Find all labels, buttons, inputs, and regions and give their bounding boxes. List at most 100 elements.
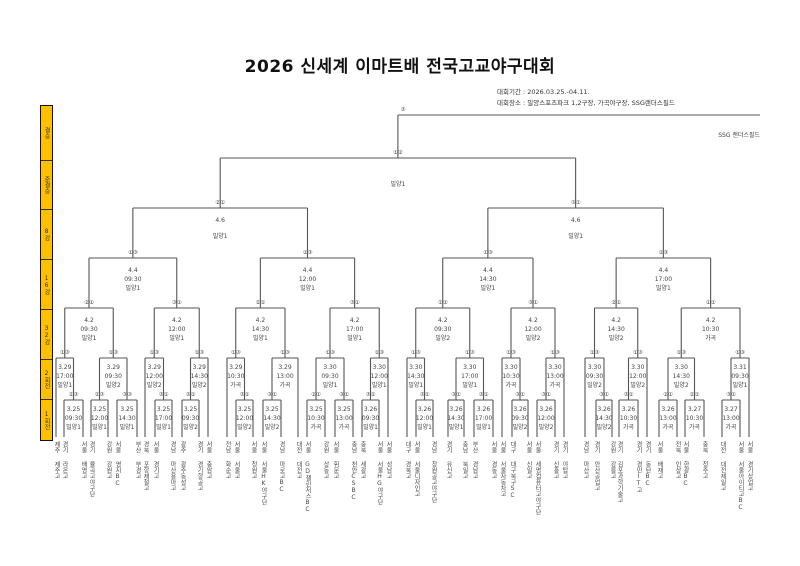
match-time: 17:00 bbox=[346, 326, 363, 333]
match-time: 14:30 bbox=[252, 326, 269, 333]
team-region: 경기 bbox=[445, 441, 452, 453]
match-time: 09:30 bbox=[105, 373, 122, 380]
match-venue: 밀양1 bbox=[408, 381, 423, 389]
team-region: 서울 bbox=[490, 441, 497, 453]
team-region: 서울 bbox=[385, 441, 392, 453]
match-time: 10:30 bbox=[307, 415, 324, 422]
team-name: 경민IT고 bbox=[635, 461, 642, 493]
match-date: 3.27 bbox=[724, 406, 738, 413]
match-venue: 밀양1 bbox=[156, 423, 171, 431]
match-date: 4.4 bbox=[483, 267, 493, 274]
team-name: 상동고 bbox=[322, 461, 329, 479]
match-date: 3.29 bbox=[278, 364, 292, 371]
team-name: 인상고 bbox=[674, 461, 681, 479]
match-time: 10:30 bbox=[702, 326, 719, 333]
match-date: 4.4 bbox=[303, 267, 313, 274]
team-region: 제주 bbox=[53, 441, 60, 453]
team-name: 창원공고야구단 bbox=[430, 461, 437, 503]
match-venue: 밀양1 bbox=[417, 423, 432, 431]
match-venue: 가곡 bbox=[705, 334, 717, 342]
match-date: 3.26 bbox=[597, 406, 611, 413]
team-region: 경기 bbox=[644, 441, 651, 453]
match-time: 12:00 bbox=[146, 373, 163, 380]
match-venue: 밀양2 bbox=[513, 423, 528, 431]
match-venue: 밀양1 bbox=[82, 334, 97, 342]
team-region: 대전 bbox=[719, 441, 726, 453]
match-date: 3.29 bbox=[107, 364, 121, 371]
team-region: 강원 bbox=[105, 441, 112, 453]
round-label-column: 결승 준결승 8강 16강 32강 2회전 1회전 bbox=[40, 105, 53, 441]
match-venue: 밀양1 bbox=[656, 284, 671, 292]
match-venue: 밀양2 bbox=[597, 423, 612, 431]
team-name: 서울HG야구단 bbox=[376, 461, 383, 505]
team-region: 경기 bbox=[593, 441, 600, 453]
team-region: 충남 bbox=[350, 441, 357, 453]
team-region: 대구 bbox=[404, 441, 411, 453]
team-region: 경기 bbox=[196, 441, 203, 453]
team-name: 성남고 bbox=[385, 461, 392, 479]
match-time: 10:30 bbox=[686, 415, 703, 422]
match-date: 3.25 bbox=[337, 406, 351, 413]
match-date: 3.25 bbox=[67, 406, 81, 413]
match-date: 3.25 bbox=[93, 406, 107, 413]
match-venue: 밀양1 bbox=[323, 381, 338, 389]
match-date: 4.2 bbox=[84, 317, 94, 324]
match-venue: 가곡 bbox=[689, 423, 701, 431]
match-time: 10:30 bbox=[227, 373, 244, 380]
team-name: 포항제철고 bbox=[142, 461, 149, 491]
match-date: 3.26 bbox=[449, 406, 463, 413]
round-semifinal: 준결승 bbox=[41, 161, 52, 210]
match-time: 09:30 bbox=[362, 415, 379, 422]
match-venue: 밀양1 bbox=[733, 381, 748, 389]
match-time: 13:00 bbox=[659, 415, 676, 422]
team-name: 경기항공고 bbox=[196, 461, 203, 491]
match-time: 09:30 bbox=[80, 326, 97, 333]
team-region: 전북 bbox=[674, 441, 681, 453]
round-label: 준결승 bbox=[43, 176, 50, 194]
team-region: 서울 bbox=[152, 441, 159, 453]
match-date: 4.6 bbox=[215, 217, 225, 224]
tournament-period: 대회기간 : 2026.03.25.-04.11. bbox=[497, 88, 590, 96]
match-time: 10:30 bbox=[620, 415, 637, 422]
match-date: 3.26 bbox=[364, 406, 378, 413]
match-date: 3.25 bbox=[238, 406, 252, 413]
match-venue: 밀양1 bbox=[125, 284, 140, 292]
match-time: 14:30 bbox=[118, 415, 135, 422]
match-time: 09:30 bbox=[321, 373, 338, 380]
team-name: 마산용마고 bbox=[169, 461, 176, 491]
match-venue: 밀양2 bbox=[147, 381, 162, 389]
match-time: 12:00 bbox=[416, 415, 433, 422]
team-name: 화순고 bbox=[224, 461, 231, 479]
match-time: 12:00 bbox=[524, 326, 541, 333]
match-venue: 가곡 bbox=[725, 423, 737, 431]
match-date: 3.30 bbox=[631, 364, 645, 371]
match-time: 09:30 bbox=[65, 415, 82, 422]
team-region: 서울 bbox=[534, 441, 541, 453]
team-name: 마산고 bbox=[582, 461, 589, 479]
match-date: 4.4 bbox=[659, 267, 669, 274]
match-time: 14:30 bbox=[407, 373, 424, 380]
match-time: 12:00 bbox=[371, 373, 388, 380]
match-date: 4.2 bbox=[706, 317, 716, 324]
match-venue: 밀양1 bbox=[449, 423, 464, 431]
match-venue: 밀양2 bbox=[539, 423, 554, 431]
page-title: 2026 신세계 이마트배 전국고교야구대회 bbox=[244, 57, 556, 77]
match-date: 3.25 bbox=[184, 406, 198, 413]
team-region: 경북 bbox=[142, 441, 149, 453]
